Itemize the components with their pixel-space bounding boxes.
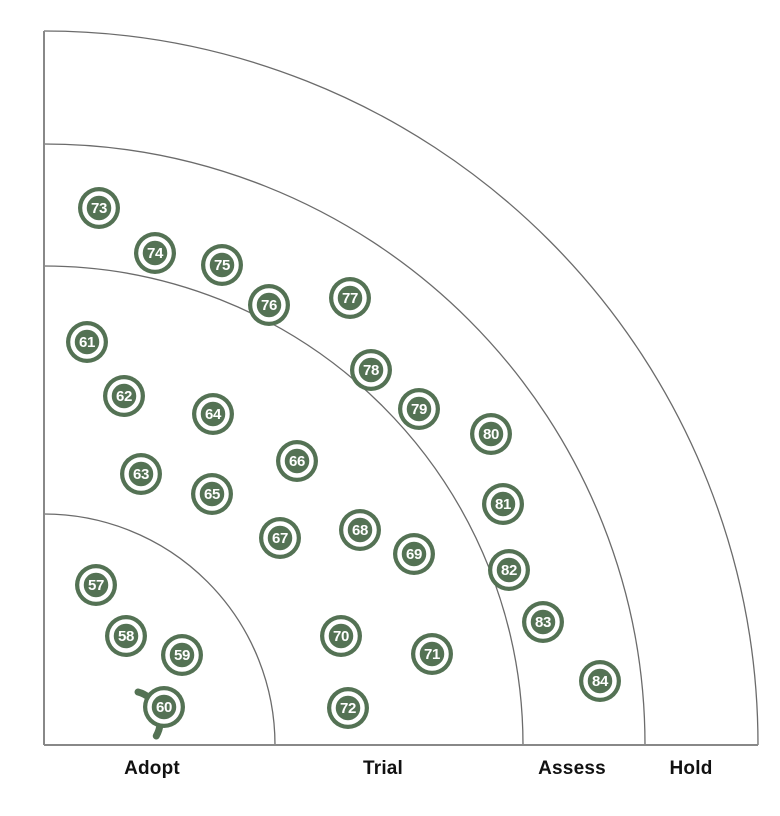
blip-67[interactable]: 67 — [259, 517, 301, 559]
blip-58[interactable]: 58 — [105, 615, 147, 657]
blip-57[interactable]: 57 — [75, 564, 117, 606]
blip-ring-72 — [331, 691, 365, 725]
blip-ring-75 — [205, 248, 239, 282]
blip-82[interactable]: 82 — [488, 549, 530, 591]
ring-label-assess[interactable]: Assess — [538, 758, 606, 779]
blip-ring-82 — [492, 553, 526, 587]
blip-ring-80 — [474, 417, 508, 451]
blip-ring-84 — [583, 664, 617, 698]
ring-label-hold[interactable]: Hold — [669, 758, 713, 779]
blip-64[interactable]: 64 — [192, 393, 234, 435]
blip-ring-81 — [486, 487, 520, 521]
blip-ring-76 — [252, 288, 286, 322]
blip-ring-62 — [107, 379, 141, 413]
blip-66[interactable]: 66 — [276, 440, 318, 482]
blip-group-layer: 57 58 59 60 61 62 63 64 65 66 67 68 69 70 71 72 73 74 7576… — [66, 187, 621, 729]
blip-ring-77 — [333, 281, 367, 315]
blip-ring-68 — [343, 513, 377, 547]
blip-61[interactable]: 61 — [66, 321, 108, 363]
blip-ring-71 — [415, 637, 449, 671]
blip-ring-60 — [147, 690, 181, 724]
blip-ring-78 — [354, 353, 388, 387]
blip-ring-83 — [526, 605, 560, 639]
blip-77[interactable]: 77 — [329, 277, 371, 319]
blip-70[interactable]: 70 — [320, 615, 362, 657]
blip-ring-69 — [397, 537, 431, 571]
blip-65[interactable]: 65 — [191, 473, 233, 515]
blip-80[interactable]: 80 — [470, 413, 512, 455]
ring-label-trial[interactable]: Trial — [362, 758, 404, 779]
blip-69[interactable]: 69 — [393, 533, 435, 575]
blip-ring-61 — [70, 325, 104, 359]
blip-68[interactable]: 68 — [339, 509, 381, 551]
blip-74[interactable]: 74 — [134, 232, 176, 274]
blip-72[interactable]: 72 — [327, 687, 369, 729]
ring-boundary-adopt — [43, 513, 276, 746]
blip-75[interactable]: 75 — [201, 244, 243, 286]
blip-ring-57 — [79, 568, 113, 602]
ring-boundary-hold — [43, 30, 759, 746]
blip-ring-70 — [324, 619, 358, 653]
blip-81[interactable]: 81 — [482, 483, 524, 525]
blip-ring-58 — [109, 619, 143, 653]
blip-60[interactable]: 60 — [143, 686, 185, 728]
ring-boundary-trial — [43, 265, 524, 746]
blip-84[interactable]: 84 — [579, 660, 621, 702]
blip-ring-63 — [124, 457, 158, 491]
blip-ring-67 — [263, 521, 297, 555]
blip-ring-59 — [165, 638, 199, 672]
blip-ring-66 — [280, 444, 314, 478]
blip-62[interactable]: 62 — [103, 375, 145, 417]
blip-ring-65 — [195, 477, 229, 511]
ring-label-adopt[interactable]: Adopt — [124, 758, 180, 779]
blip-83[interactable]: 83 — [522, 601, 564, 643]
blip-ring-74 — [138, 236, 172, 270]
blip-76[interactable]: 76 — [248, 284, 290, 326]
blip-73[interactable]: 73 — [78, 187, 120, 229]
blip-71[interactable]: 71 — [411, 633, 453, 675]
ring-boundary-assess — [43, 143, 646, 746]
blip-59[interactable]: 59 — [161, 634, 203, 676]
blip-ring-73 — [82, 191, 116, 225]
blip-78[interactable]: 78 — [350, 349, 392, 391]
blip-63[interactable]: 63 — [120, 453, 162, 495]
blip-ring-79 — [402, 392, 436, 426]
blip-ring-64 — [196, 397, 230, 431]
radar-axis-group — [43, 31, 758, 746]
ring-arc-group — [43, 30, 759, 746]
blip-79[interactable]: 79 — [398, 388, 440, 430]
